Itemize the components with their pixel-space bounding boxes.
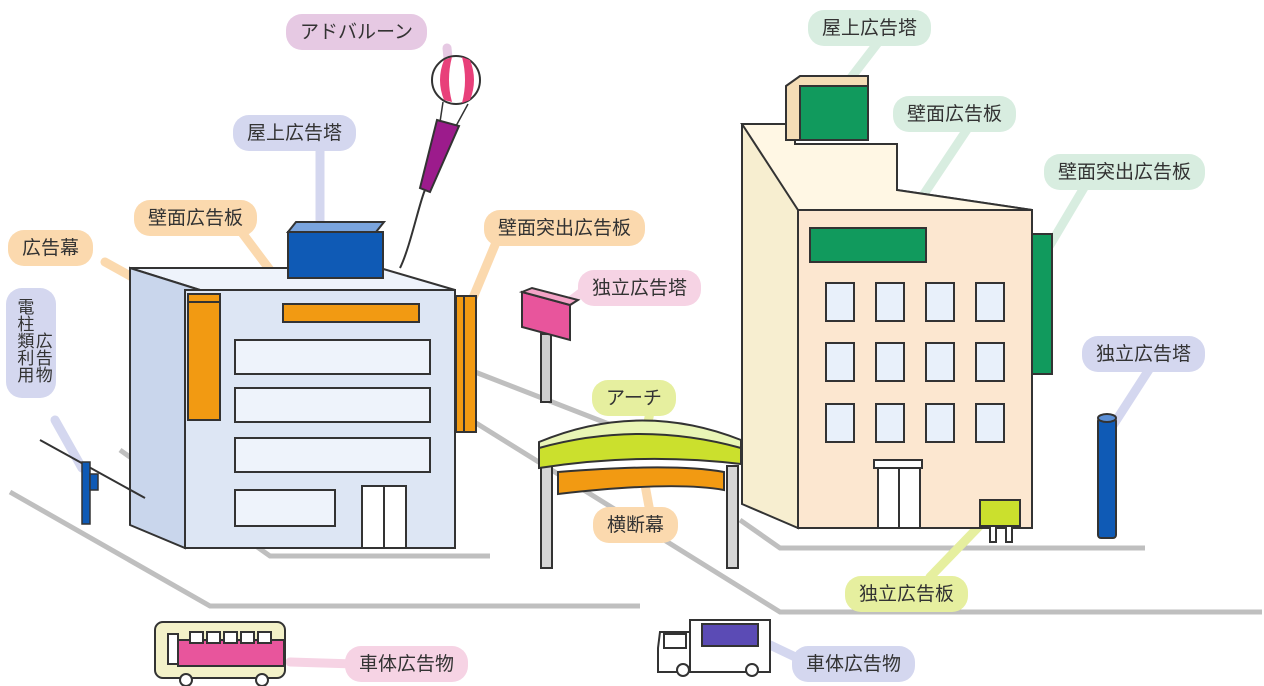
arch-sign xyxy=(538,419,742,569)
right-building-windows xyxy=(825,282,1005,529)
utility-pole-sign xyxy=(39,439,146,525)
bus-vehicle xyxy=(154,621,286,686)
truck-vehicle xyxy=(657,619,771,677)
label-rooftop-tower-right: 屋上広告塔 xyxy=(808,10,932,46)
label-rooftop-tower-left: 屋上広告塔 xyxy=(233,115,357,151)
label-utility-pole-line1: 電柱類利用 xyxy=(13,298,34,383)
label-banner: 広告幕 xyxy=(8,230,94,266)
label-cross-banner: 横断幕 xyxy=(593,507,679,543)
label-wall-projecting-right: 壁面突出広告板 xyxy=(1044,154,1206,190)
label-utility-pole-line2: 広告物 xyxy=(31,332,52,383)
label-freestanding-board: 独立広告板 xyxy=(845,576,969,612)
label-ad-balloon: アドバルーン xyxy=(286,14,428,50)
freestanding-tower-pink xyxy=(518,286,581,403)
label-vehicle-bus: 車体広告物 xyxy=(345,646,469,682)
label-wall-board-right: 壁面広告板 xyxy=(893,96,1017,132)
freestanding-board-yellow xyxy=(979,499,1021,543)
label-freestanding-tower-pink: 独立広告塔 xyxy=(578,270,702,306)
wall-banner-left xyxy=(187,293,221,421)
label-vehicle-truck: 車体広告物 xyxy=(792,646,916,682)
label-arch: アーチ xyxy=(592,380,676,416)
rooftop-sign-tower-left xyxy=(285,221,387,279)
label-utility-pole: 電柱類利用広告物 xyxy=(6,288,56,398)
ad-balloon xyxy=(399,55,481,269)
label-freestanding-tower-blue: 独立広告塔 xyxy=(1082,336,1206,372)
freestanding-tower-blue xyxy=(1097,413,1117,539)
label-wall-projecting-left: 壁面突出広告板 xyxy=(484,210,646,246)
wall-sign-board-left xyxy=(282,303,420,323)
projecting-sign-left xyxy=(455,295,477,433)
label-wall-board-left: 壁面広告板 xyxy=(134,200,258,236)
